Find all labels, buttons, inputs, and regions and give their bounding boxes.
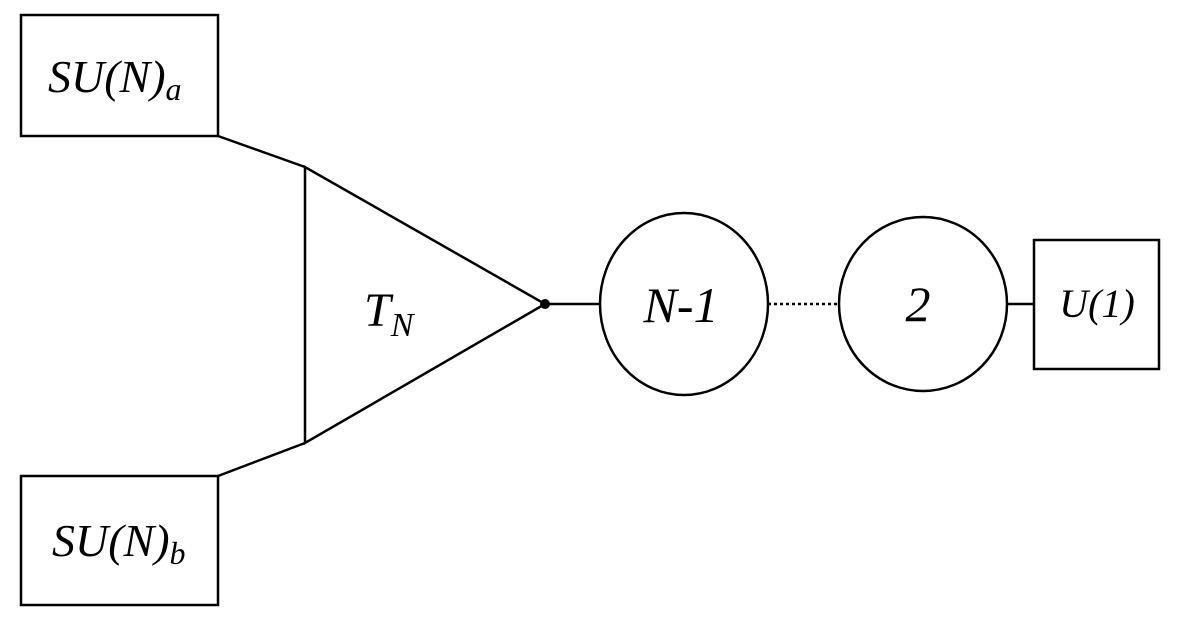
- gauge-2-label: 2: [906, 276, 931, 332]
- u1-box: [1032, 238, 1161, 371]
- gauge-node-2: [837, 215, 1009, 393]
- edge-su-b-to-tn: [217, 441, 306, 478]
- su-b-box: [19, 474, 220, 607]
- gauge-n-minus-1-label: N-1: [643, 277, 719, 333]
- su-a-label-sub: a: [166, 71, 182, 107]
- edge-su-a-to-tn: [217, 134, 306, 169]
- su-b-label-base: SU(N): [52, 515, 170, 566]
- tn-label: TN: [364, 284, 416, 344]
- su-a-label-base: SU(N): [48, 51, 166, 102]
- gauge-node-n-minus-1: [598, 211, 770, 397]
- tn-junction-dot: [540, 299, 550, 309]
- su-b-label-sub: b: [170, 535, 186, 571]
- su-a-box: [19, 13, 220, 138]
- tn-label-sub: N: [390, 307, 416, 344]
- tn-label-base: T: [364, 284, 394, 337]
- tn-triangle: [303, 164, 548, 446]
- u1-label: U(1): [1059, 281, 1135, 326]
- su-a-label: SU(N)a: [48, 51, 182, 107]
- su-b-label: SU(N)b: [52, 515, 186, 571]
